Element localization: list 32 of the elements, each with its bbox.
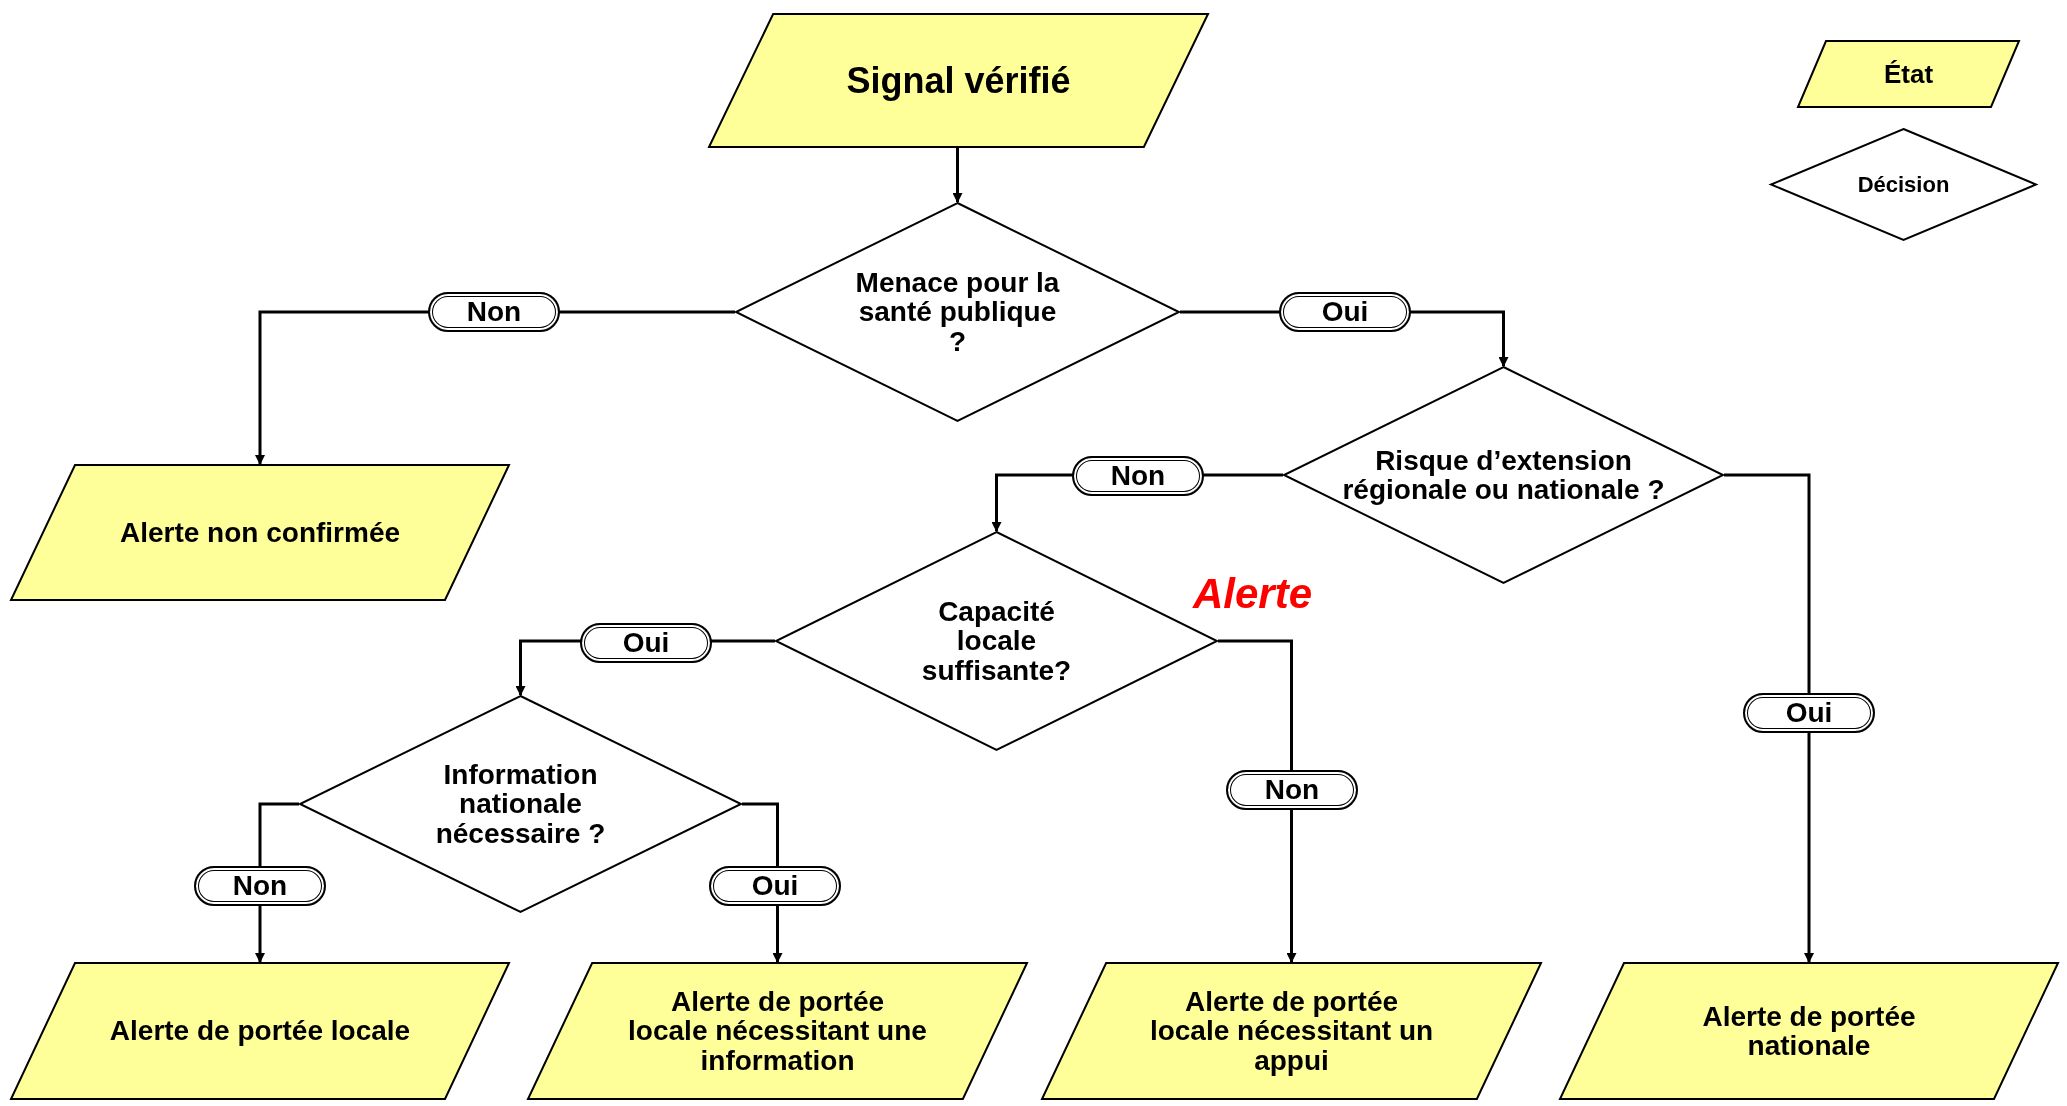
legend-label: État (1883, 58, 1934, 90)
node-label: Information nationale nécessaire ? (434, 759, 607, 849)
edge-label: Oui (709, 866, 841, 906)
node-label: Menace pour la santé publique ? (854, 267, 1061, 357)
state-parallelogram (1041, 962, 1542, 1100)
edge-label: Non (428, 292, 560, 332)
state-parallelogram (10, 962, 510, 1100)
edge-label: Oui (1279, 292, 1411, 332)
node-label: Alerte de portée nationale (1701, 1001, 1917, 1061)
edge-label: Non (1072, 456, 1204, 496)
connector-arrow (1218, 639, 1297, 963)
connector-arrow (952, 148, 963, 203)
decision-diamond (735, 202, 1180, 422)
edge-label: Oui (1743, 693, 1875, 733)
alert-note: Alerte (1193, 570, 1313, 618)
connector-arrow (1724, 473, 1814, 963)
edge-label: Non (1226, 770, 1358, 810)
node-label: Signal vérifié (845, 61, 1072, 100)
node-label: Risque d’extension régionale ou nationale ? (1341, 445, 1666, 505)
node-label: Alerte de portée locale (108, 1016, 412, 1046)
node-label: Alerte non confirmée (118, 517, 402, 548)
decision-diamond (299, 695, 742, 913)
edge-label: Non (194, 866, 326, 906)
node-label: Alerte de portée locale nécessitant une information (627, 986, 928, 1076)
state-parallelogram (1559, 962, 2059, 1100)
state-parallelogram (10, 464, 510, 601)
node-label: Alerte de portée locale nécessitant un appui (1148, 986, 1435, 1076)
node-label: Capacité locale suffisante? (920, 596, 1073, 686)
state-parallelogram (527, 962, 1028, 1100)
legend-label: Décision (1857, 171, 1950, 198)
edge-label: Oui (580, 623, 712, 663)
state-parallelogram (708, 13, 1209, 148)
